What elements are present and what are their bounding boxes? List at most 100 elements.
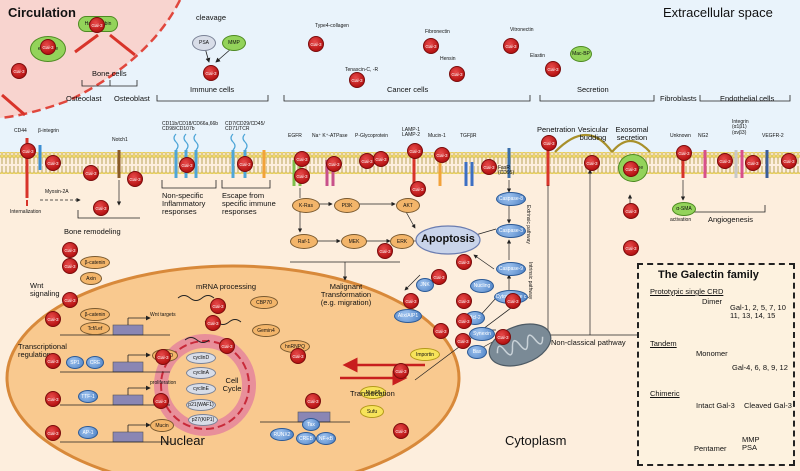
fibronectin-label: Fibronectin [425,29,450,35]
cycle-protein: cyclinA [186,367,216,379]
caspase3-node: Caspase-3 [496,224,526,238]
gal3-molecule: Gal-3 [434,147,450,163]
cleavage-title: cleavage [196,13,227,22]
bcatenin-cyto: β-catenin [80,256,110,269]
gal3-molecule: Gal-3 [179,157,195,173]
bcatenin-nuclear: β-catenin [80,308,110,321]
psa-enzyme: PSA [192,35,216,51]
galectin-family-box [637,263,795,466]
budding-label: Vesicular budding [577,125,609,142]
ap1-node: AP-1 [78,426,98,439]
gal3-molecule: Gal-3 [456,293,472,309]
gal3-molecule: Gal-3 [403,293,419,309]
gal3-molecule: Gal-3 [407,143,423,159]
mrna-processing-label: mRNA processing [196,282,257,291]
gal3-molecule: Gal-3 [155,349,171,365]
gal3-molecule: Gal-3 [62,242,78,258]
gal3-molecule: Gal-3 [623,161,639,177]
gal3-molecule: Gal-3 [495,329,511,345]
axin-node: Axin [80,272,102,285]
osteoblast-header: Osteoblast [114,94,150,103]
gal3-molecule: Gal-3 [11,63,27,79]
sp1-node: SP1 [66,356,84,369]
gal3-molecule: Gal-3 [93,200,109,216]
circulation-region [0,0,180,118]
family-dimer: Dimer [702,297,722,306]
ttf1-node: TTF-1 [78,390,98,403]
egfr-label: EGFR [288,133,302,139]
gal3-molecule: Gal-3 [377,243,393,259]
gal3-molecule: Gal-3 [676,145,692,161]
cell-cycle-ring [154,334,256,436]
gal3-molecule: Gal-3 [153,393,169,409]
gal3-molecule: Gal-3 [717,153,733,169]
cycle-protein: cyclinD [186,352,216,364]
cancer-cells-header: Cancer cells [387,85,429,94]
apoptosis-label: Apoptosis [421,233,475,245]
family-intact: Intact Gal-3 [696,401,735,410]
gal3-molecule: Gal-3 [62,292,78,308]
gal3-molecule: Gal-3 [219,338,235,354]
nonclassical-pathway-label: Non-classical pathway [551,338,626,347]
alix-node: Alix/AIP1 [394,309,422,323]
gal3-molecule: Gal-3 [745,155,761,171]
myosin-label: Myosin-2A [45,189,69,195]
b-integrin-label: β-integrin [38,128,59,134]
pgp-label: P-Glycoprotein [355,133,389,139]
gal3-molecule: Gal-3 [623,203,639,219]
gal3-molecule: Gal-3 [503,38,519,54]
gal3-molecule: Gal-3 [290,348,306,364]
transcriptional-regulation-label: Transcriptional regulation [18,342,67,359]
cycle-protein: p21(WAF1) [186,399,216,411]
gal3-molecule: Gal-3 [308,36,324,52]
gal3-molecule: Gal-3 [431,269,447,285]
asma-node: α-SMA [672,202,696,216]
creb-node: CREB [296,432,316,445]
bone-cells-header: Bone cells [92,69,127,78]
nak-label: Na⁺ K⁺-ATPase [312,133,348,139]
gal3-molecule: Gal-3 [210,298,226,314]
cell-cycle-label: Cell Cycle [222,376,242,393]
immune-receptors-2: CD7/CD29/CD45/ CD71/TCR [225,121,265,133]
gal3-molecule: Gal-3 [781,153,797,169]
mmp-enzyme: MMP [222,35,246,51]
nonspecific-responses-label: Non-specific Inflammatory responses [162,191,206,216]
family-monomer: Monomer [696,349,728,358]
mek-node: MEK [341,234,367,249]
circulation-title: Circulation [8,5,76,20]
gal3-molecule: Gal-3 [455,333,471,349]
family-cleaved: Cleaved Gal-3 [744,401,792,410]
internalization-label: Internalization [10,209,42,215]
gal3-molecule: Gal-3 [623,240,639,256]
synexin-node: Synexin [469,327,495,341]
raf1-node: Raf-1 [290,234,318,249]
hensin-label: Hensin [440,56,456,62]
gal3-molecule: Gal-3 [62,258,78,274]
family-tandem-members: Gal-4, 6, 8, 9, 12 [732,363,788,372]
nfkb-node: NF-κB [316,432,336,445]
sufu-node: Sufu [360,405,384,418]
mitochondrion [488,323,552,367]
nucleus-region [5,264,461,471]
fibroblasts-header: Fibroblasts [660,94,697,103]
gal3-molecule: Gal-3 [45,391,61,407]
mucin1-label: Mucin-1 [428,133,446,139]
gal3-molecule: Gal-3 [456,313,472,329]
tenascin-label: Tenascin-C, -R [345,67,379,73]
erk-node: ERK [390,234,414,249]
family-prototypic: Prototypic single CRD [650,287,724,296]
malignant-transformation-label: Malignant Transformation (e.g. migration… [320,282,372,307]
gal3-molecule: Gal-3 [410,181,426,197]
gal3-molecule: Gal-3 [45,353,61,369]
extrinsic-pathway-label: Extrinsic pathway [525,205,531,244]
mac2bp-protein: Mac-BP [570,46,592,62]
gal3-molecule: Gal-3 [45,425,61,441]
gal3-molecule: Gal-3 [545,61,561,77]
cytoplasm-title: Cytoplasm [505,433,567,448]
cd44-label: CD44 [14,128,27,134]
tgfbr-label: TGFβR [460,133,477,139]
gal3-molecule: Gal-3 [305,393,321,409]
immune-receptors-1: CD11b/CD18/CD66a,66b CD98/CD107b [162,121,219,133]
caspase9-node: Caspase-9 [496,262,526,276]
gal3-molecule: Gal-3 [83,165,99,181]
